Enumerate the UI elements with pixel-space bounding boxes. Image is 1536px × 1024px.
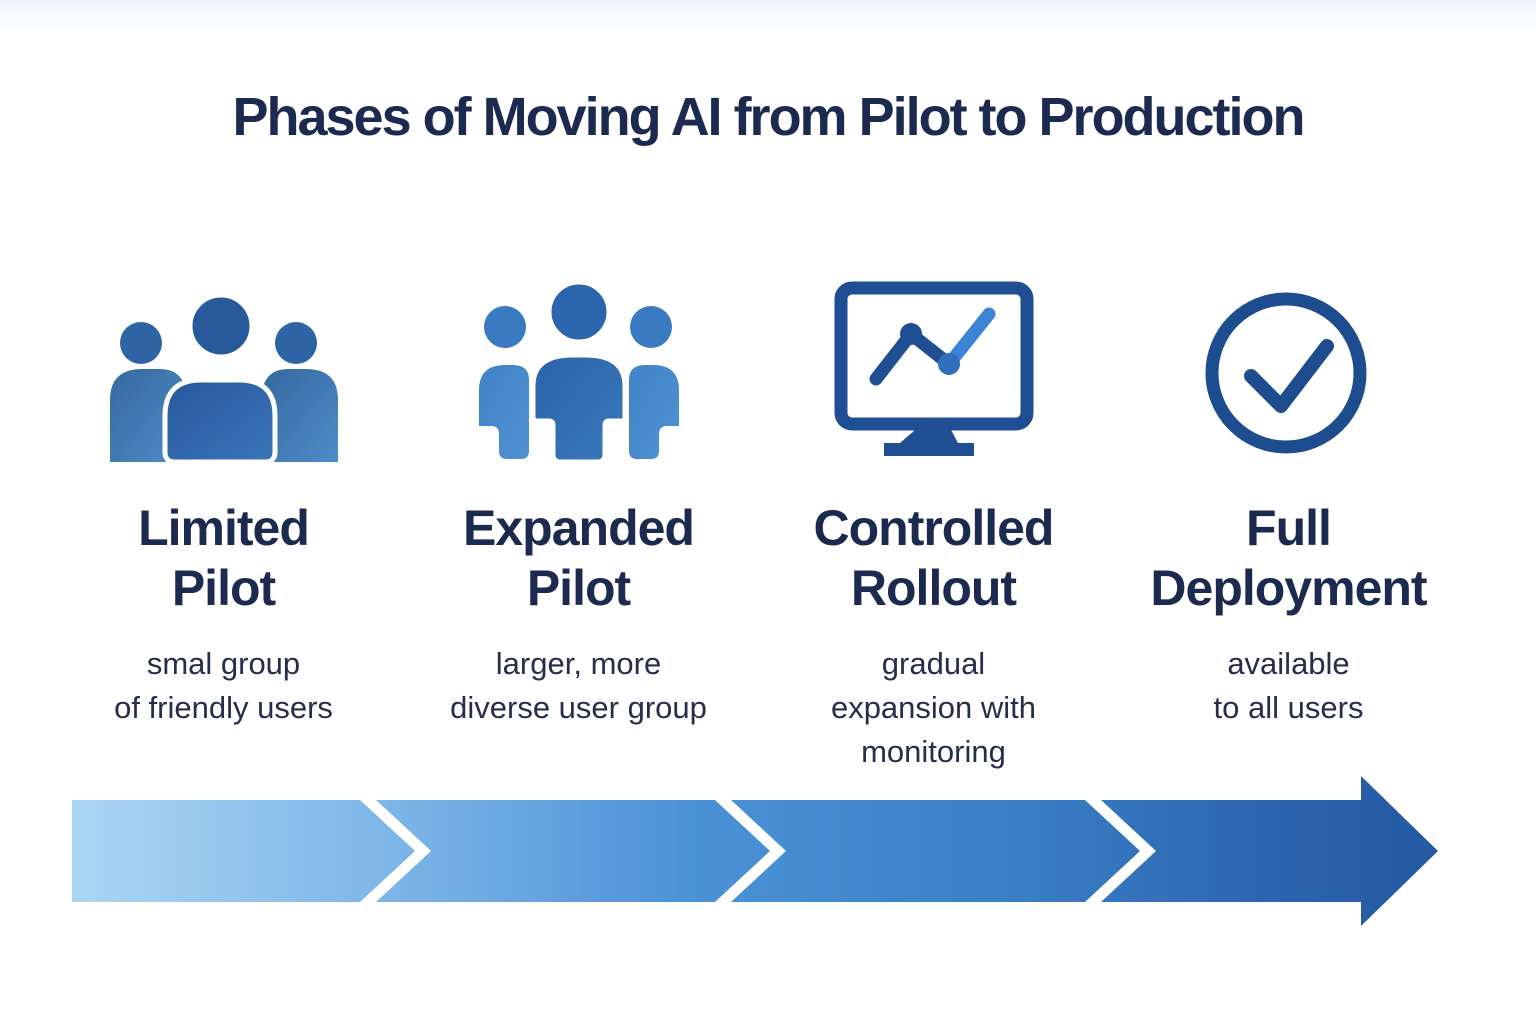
phase-description: gradual expansion with monitoring [831,642,1036,774]
phase-icon-box [108,276,340,462]
phases-row: Limited Pilot smal group of friendly use… [46,276,1466,774]
phase-desc-line: to all users [1213,690,1364,725]
phase-column-expanded-pilot: Expanded Pilot larger, more diverse user… [401,276,756,774]
arrow-segment-3 [731,800,1140,902]
phase-heading-line: Pilot [171,560,276,616]
arrow-segment-2 [376,800,770,902]
phase-description: smal group of friendly users [114,642,333,730]
process-arrow [0,776,1536,926]
phase-column-controlled-rollout: Controlled Rollout gradual expansion wit… [756,276,1111,774]
small-user-group-icon [109,292,338,462]
phase-column-limited-pilot: Limited Pilot smal group of friendly use… [46,276,401,774]
phase-heading: Controlled Rollout [813,498,1055,618]
phase-heading: Limited Pilot [138,498,310,618]
phase-column-full-deployment: Full Deployment available to all users [1111,276,1466,774]
phase-desc-line: expansion with [830,690,1037,725]
phase-description: available to all users [1214,642,1364,730]
phase-desc-line: gradual [881,646,986,681]
phase-heading-line: Controlled [813,500,1055,556]
phase-heading-line: Pilot [526,560,631,616]
phase-heading: Full Deployment [1150,498,1427,618]
phase-desc-line: of friendly users [114,690,333,725]
monitor-chart-icon [834,281,1033,456]
phase-heading-line: Full [1246,500,1332,556]
phase-heading-line: Expanded [463,500,695,556]
phase-desc-line: smal group [146,646,301,681]
phase-heading-line: Rollout [850,560,1017,616]
phase-desc-line: monitoring [861,734,1006,769]
phase-icon-box [834,276,1034,462]
phase-heading-line: Deployment [1150,560,1427,616]
phase-desc-line: available [1227,646,1350,681]
phase-icon-box [1201,276,1377,462]
phase-icon-box [473,276,685,462]
phase-heading: Expanded Pilot [463,498,695,618]
expanded-user-group-icon [478,280,679,462]
arrow-segment-4 [1101,776,1438,926]
phase-desc-line: diverse user group [450,690,707,725]
phase-desc-line: larger, more [495,646,662,681]
arrow-segment-1 [72,800,415,902]
process-arrow-svg [72,776,1438,926]
page-title: Phases of Moving AI from Pilot to Produc… [232,87,1305,147]
phase-heading-line: Limited [138,500,310,556]
phase-description: larger, more diverse user group [450,642,707,730]
check-circle-icon [1205,292,1366,454]
